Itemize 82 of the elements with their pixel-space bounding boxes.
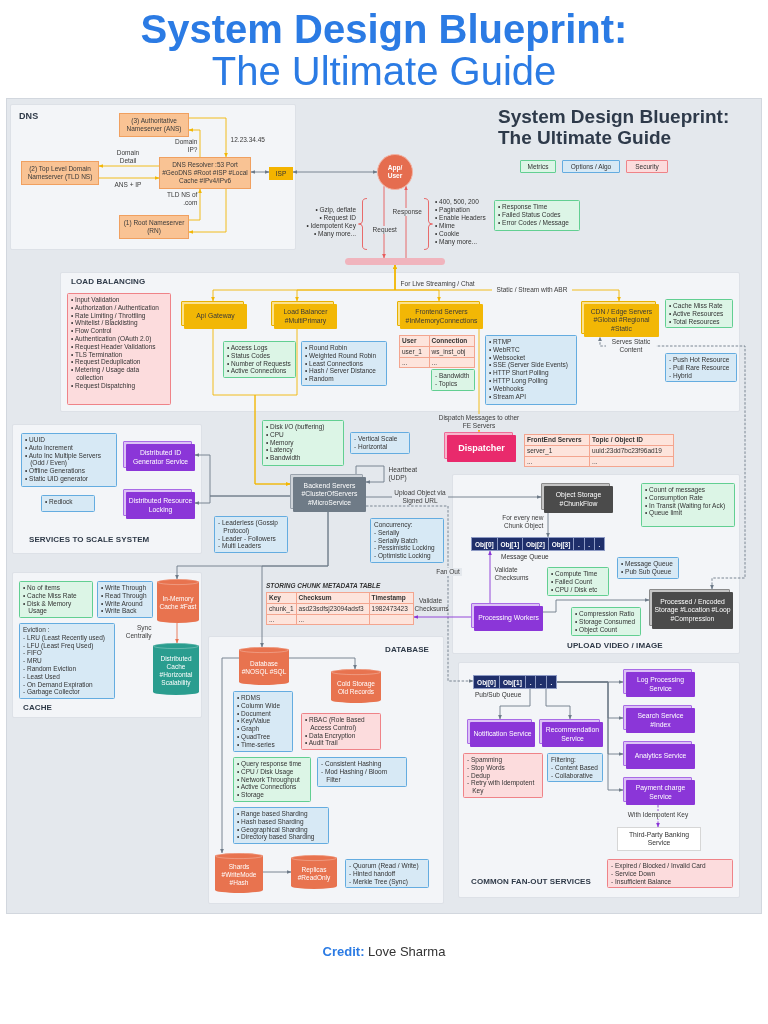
storage-cylinder <box>291 855 337 889</box>
storage-cylinder <box>153 643 199 695</box>
security-box <box>463 753 543 798</box>
service-card <box>181 301 247 329</box>
gateway-bar <box>345 258 445 265</box>
data-table <box>266 592 414 626</box>
arrow <box>250 170 270 174</box>
service-card <box>467 719 535 747</box>
options-box <box>233 691 293 752</box>
storage-cylinder <box>239 647 289 685</box>
service-card <box>123 489 195 519</box>
service-card <box>623 777 695 805</box>
storage-card <box>649 589 733 629</box>
section-panel <box>60 272 740 412</box>
arrow <box>292 170 378 174</box>
service-box <box>617 827 701 851</box>
message-queue <box>471 537 605 551</box>
section-heading: DATABASE <box>385 645 430 655</box>
service-card <box>623 705 695 733</box>
section-heading: LOAD BALANCING <box>71 277 146 287</box>
options-box <box>19 623 115 700</box>
options-box <box>485 335 577 405</box>
section-heading: COMMON FAN-OUT SERVICES <box>471 877 591 887</box>
metrics-box <box>547 567 609 597</box>
metrics-box <box>665 299 733 329</box>
service-card <box>397 301 483 329</box>
options-box <box>370 518 444 563</box>
diagram-heading: System Design Blueprint: The Ultimate Guide <box>498 106 731 149</box>
metrics-box <box>494 200 580 231</box>
service-card <box>623 669 695 697</box>
box-label: Dispatcher <box>458 443 505 454</box>
options-box <box>233 807 329 845</box>
section-panel <box>10 104 296 250</box>
options-box <box>317 757 407 787</box>
service-card <box>471 603 543 631</box>
server-box <box>21 161 99 185</box>
isp-box <box>269 167 293 180</box>
options-box <box>665 353 737 383</box>
data-table <box>524 434 674 468</box>
security-box <box>67 293 171 405</box>
options-box <box>301 341 387 386</box>
options-box <box>97 581 153 619</box>
options-box <box>617 557 679 579</box>
service-card <box>581 301 659 337</box>
storage-cylinder <box>215 853 263 893</box>
options-box <box>214 516 288 554</box>
metrics-box <box>223 341 296 379</box>
section-heading: CACHE <box>23 703 52 713</box>
storage-cylinder <box>331 669 381 703</box>
section-panel <box>458 662 740 898</box>
metrics-box <box>19 581 93 619</box>
section-panel <box>208 636 444 904</box>
storage-cylinder <box>157 579 199 623</box>
server-card <box>290 474 366 512</box>
section-heading: DNS <box>19 111 39 122</box>
section-panel <box>12 572 202 718</box>
metrics-box <box>641 483 735 527</box>
page-title: System Design Blueprint: The Ultimate Guide <box>139 8 629 92</box>
service-card <box>623 741 695 769</box>
message-queue <box>473 675 557 689</box>
security-box <box>607 859 733 889</box>
section-heading: SERVICES TO SCALE SYSTEM <box>29 535 150 545</box>
service-card <box>539 719 603 747</box>
options-box <box>350 432 410 454</box>
metrics-box <box>571 607 641 637</box>
metrics-box <box>431 369 475 391</box>
metrics-box <box>262 420 344 466</box>
section-panel <box>12 424 202 554</box>
security-box <box>301 713 381 751</box>
options-box <box>345 859 429 889</box>
options-box <box>21 433 117 487</box>
options-box <box>41 495 95 512</box>
data-table <box>399 335 475 369</box>
server-box <box>119 113 189 137</box>
service-card <box>271 301 337 329</box>
section-heading: UPLOAD VIDEO / IMAGE <box>567 641 663 651</box>
service-card <box>123 441 195 471</box>
storage-card <box>541 483 613 513</box>
options-box <box>547 753 603 783</box>
service-card <box>444 432 516 462</box>
credit-text: Credit: Love Sharma <box>321 944 447 959</box>
metrics-box <box>233 757 311 802</box>
